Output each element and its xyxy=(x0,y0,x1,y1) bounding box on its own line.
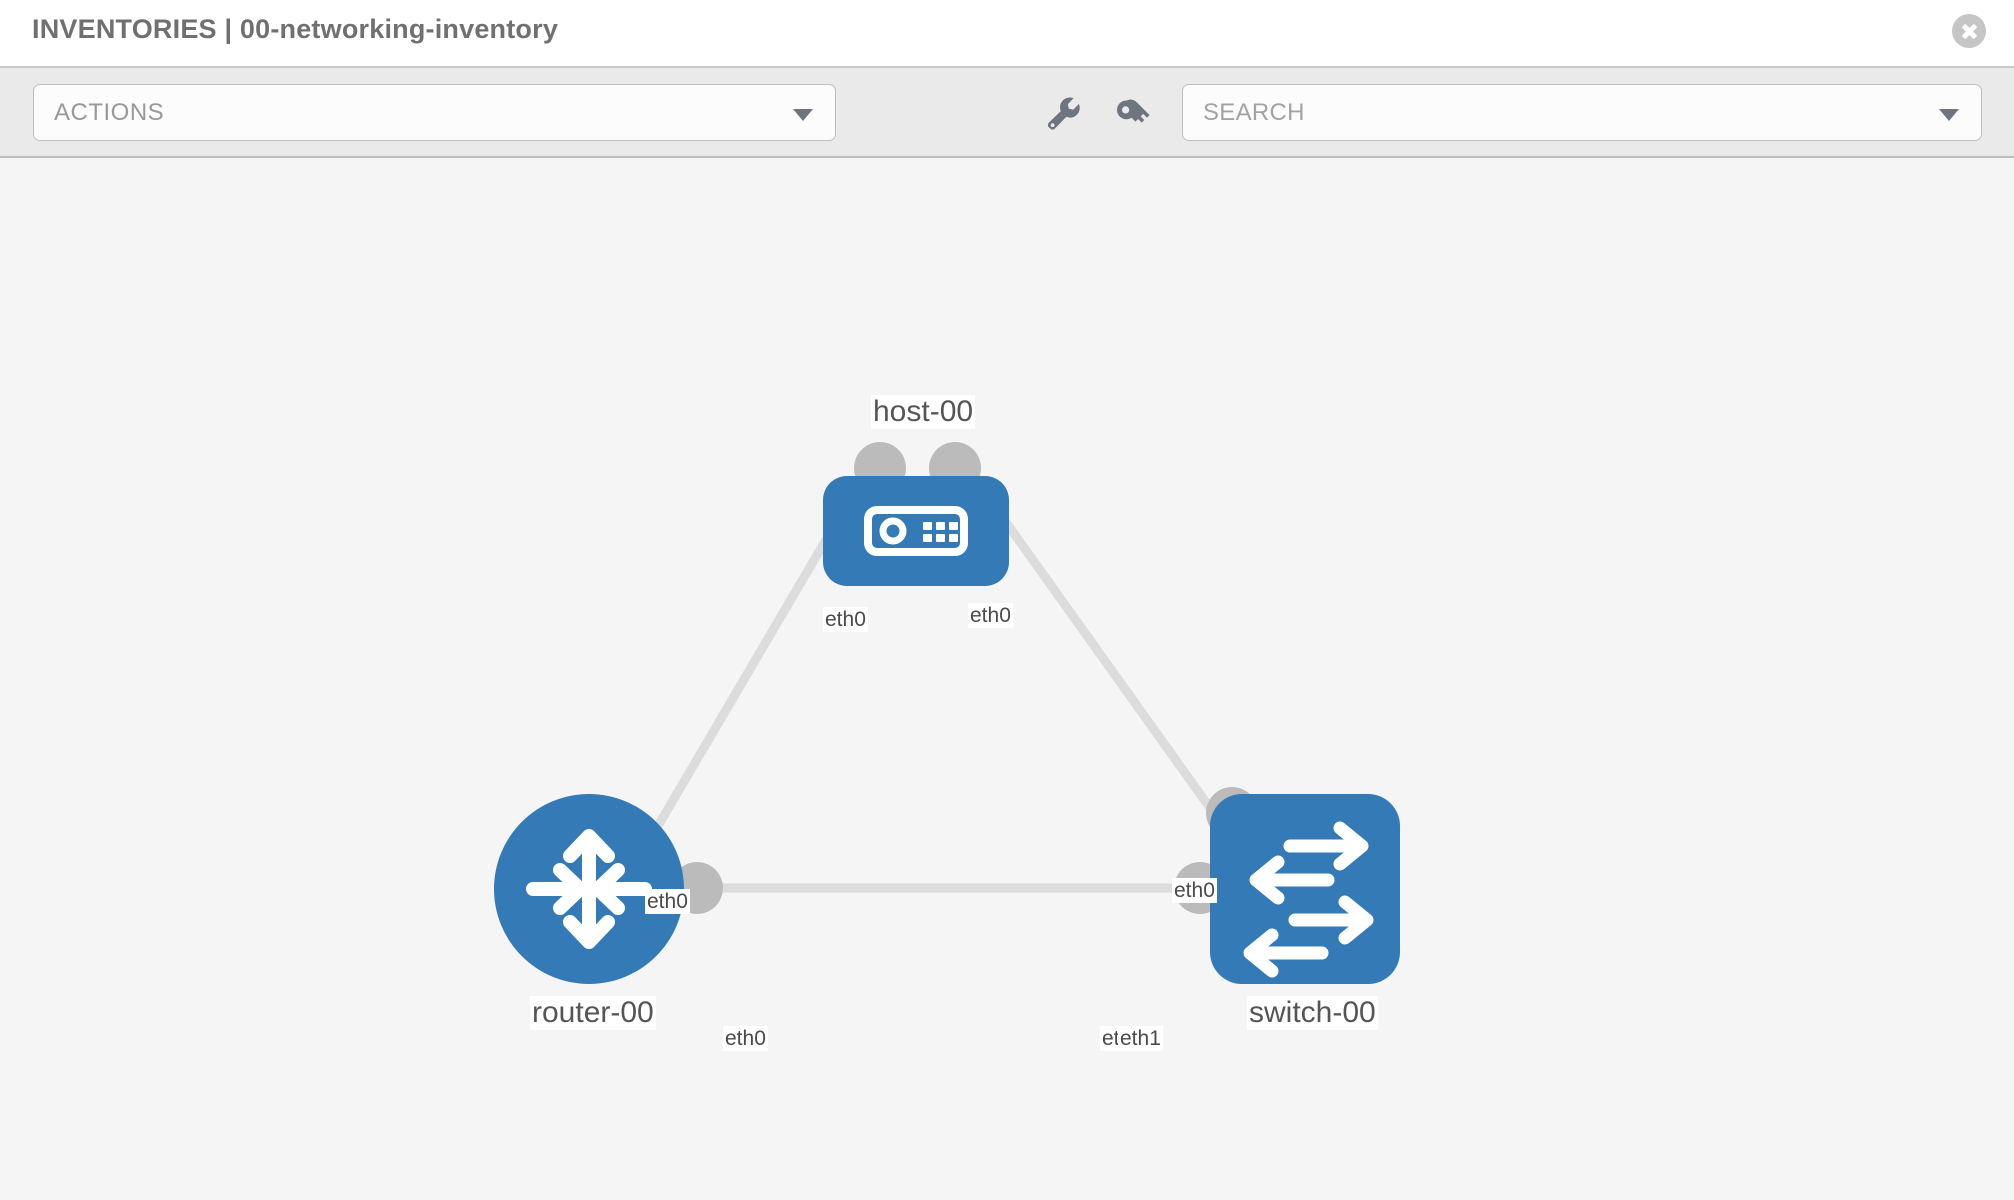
actions-dropdown-label: ACTIONS xyxy=(54,99,165,126)
chevron-down-icon xyxy=(793,109,813,121)
toolbar: ACTIONS SEARCH xyxy=(0,68,2014,158)
iface-label-host00-right: eth0 xyxy=(968,603,1013,628)
wrench-icon[interactable] xyxy=(1040,92,1084,136)
iface-label-router00-eth0: eth0 xyxy=(723,1026,768,1051)
topology-graph xyxy=(494,442,1400,984)
key-icon[interactable] xyxy=(1108,92,1152,136)
iface-label-router00-uplink: eth0 xyxy=(645,889,690,914)
node-router-00 xyxy=(494,794,684,984)
page-header: INVENTORIES | 00-networking-inventory xyxy=(0,0,2014,68)
iface-label-switch00-uplink: eth0 xyxy=(1172,878,1217,903)
page-title: INVENTORIES | 00-networking-inventory xyxy=(32,14,559,44)
node-label-host-00: host-00 xyxy=(871,395,976,429)
close-icon[interactable] xyxy=(1952,14,1986,48)
node-label-router-00: router-00 xyxy=(530,996,656,1030)
search-input[interactable]: SEARCH xyxy=(1182,84,1982,141)
node-label-switch-00: switch-00 xyxy=(1247,996,1378,1030)
iface-label-switch00-eth1: eth1 xyxy=(1118,1026,1163,1051)
node-switch-00 xyxy=(1210,794,1400,984)
search-placeholder: SEARCH xyxy=(1203,99,1305,126)
iface-label-host00-left: eth0 xyxy=(823,607,868,632)
topology-canvas[interactable]: host-00 router-00 switch-00 eth0 eth0 et… xyxy=(0,158,2014,1200)
node-host-00 xyxy=(823,476,1009,586)
chevron-down-icon[interactable] xyxy=(1939,109,1959,121)
actions-dropdown[interactable]: ACTIONS xyxy=(33,84,836,141)
